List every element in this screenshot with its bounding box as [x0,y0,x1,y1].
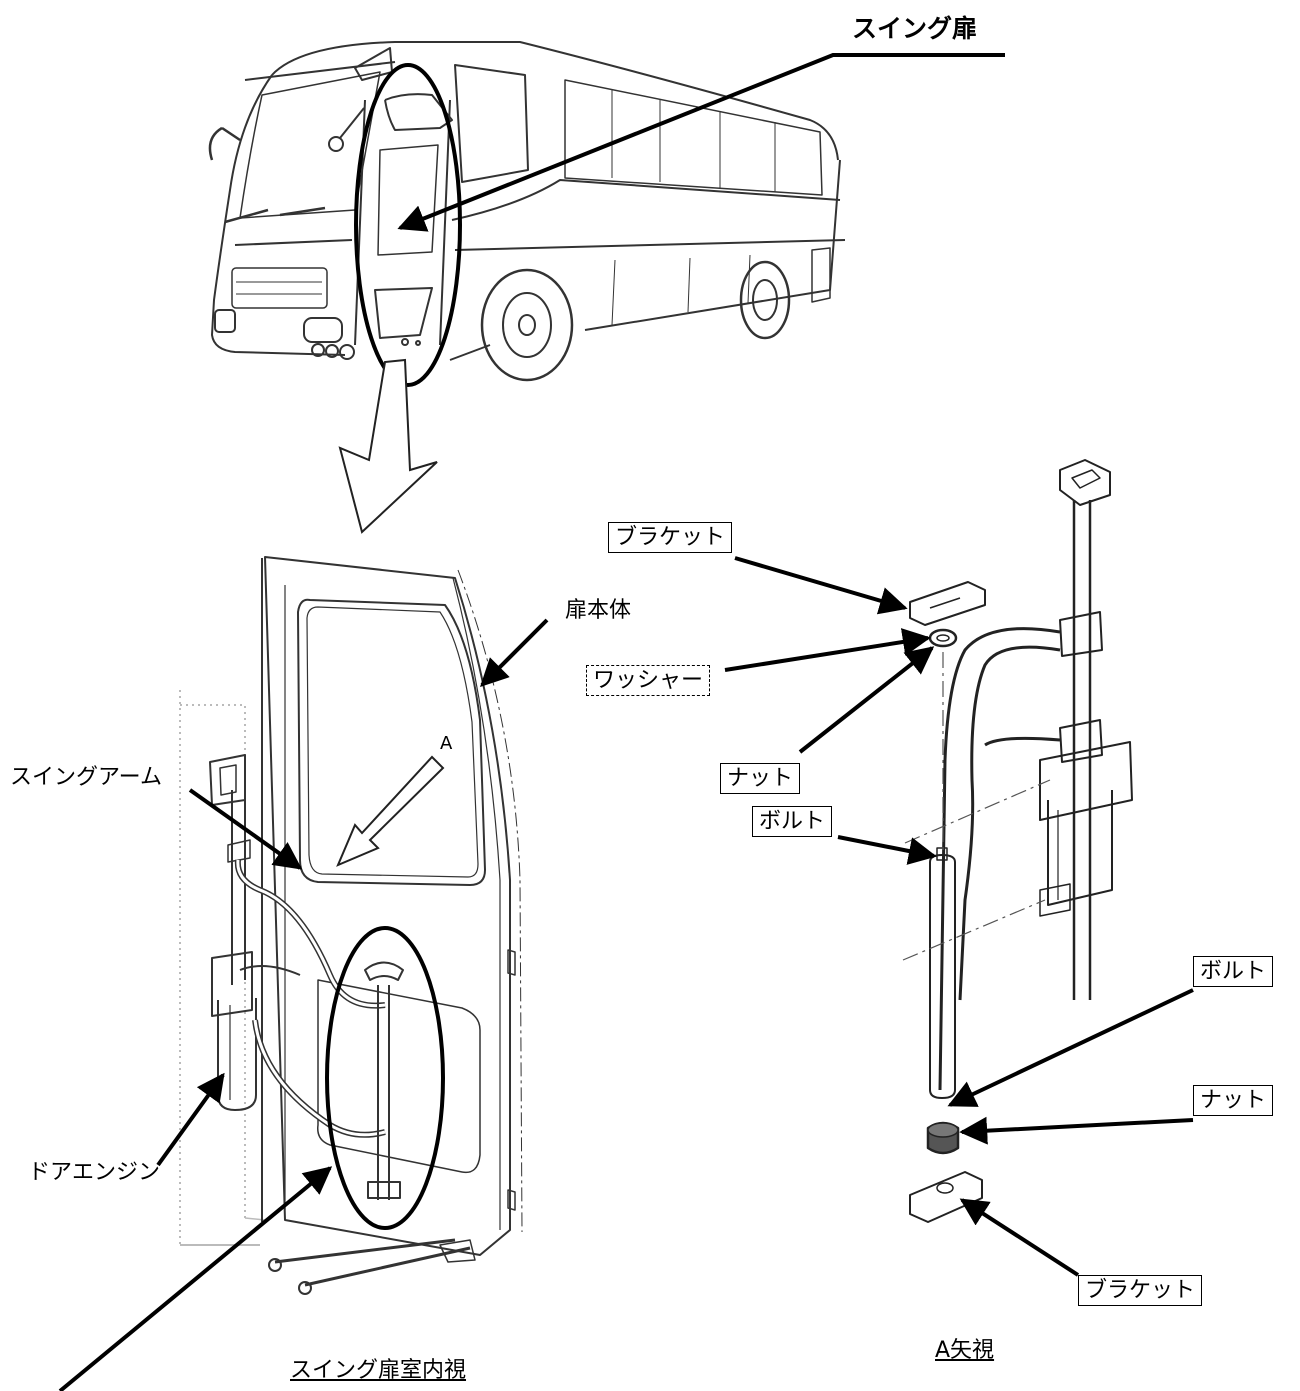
nut-top-leader [798,646,935,754]
mechanism-leader [58,1166,333,1391]
view-a-marker-label: A [440,733,453,754]
door-highlight-ellipse [354,63,462,387]
nut-top-label: ナット [720,763,801,794]
bracket-top-leader [734,556,908,615]
bus-illustration [208,41,846,382]
bolt-top-leader [837,835,937,865]
door-engine-leader [156,1072,225,1167]
door-body-leader [480,618,549,687]
swing-arm-leader [188,788,303,870]
washer-label: ワッシャー [586,665,711,696]
door-body-label: 扉本体 [565,598,632,623]
door-engine-label: ドアエンジン [28,1160,161,1185]
bracket-bottom-label: ブラケット [1078,1275,1203,1306]
view-a-arrow [336,755,445,867]
washer-leader [724,628,931,672]
bolt-bottom-label: ボルト [1193,956,1274,987]
swing-door-title: スイング扉 [852,14,978,43]
bracket-top-label: ブラケット [608,522,733,553]
bracket-bottom-leader [959,1198,1080,1277]
nut-bottom-label: ナット [1193,1085,1274,1116]
view-a-caption: A矢視 [935,1338,995,1363]
hollow-zoom-arrow [338,358,438,534]
door-interior-illustration [179,556,523,1295]
bolt-top-label: ボルト [752,806,833,837]
swing-door-leader [397,53,1005,232]
center-lines [902,652,1051,961]
interior-view-caption: スイング扉室内視 [290,1358,467,1383]
nut-bottom-leader [959,1116,1194,1145]
a-view-illustration [909,459,1133,1223]
bolt-bottom-leader [947,988,1194,1107]
mechanism-highlight-ellipse [325,926,445,1230]
swing-arm-label: スイングアーム [10,765,163,790]
